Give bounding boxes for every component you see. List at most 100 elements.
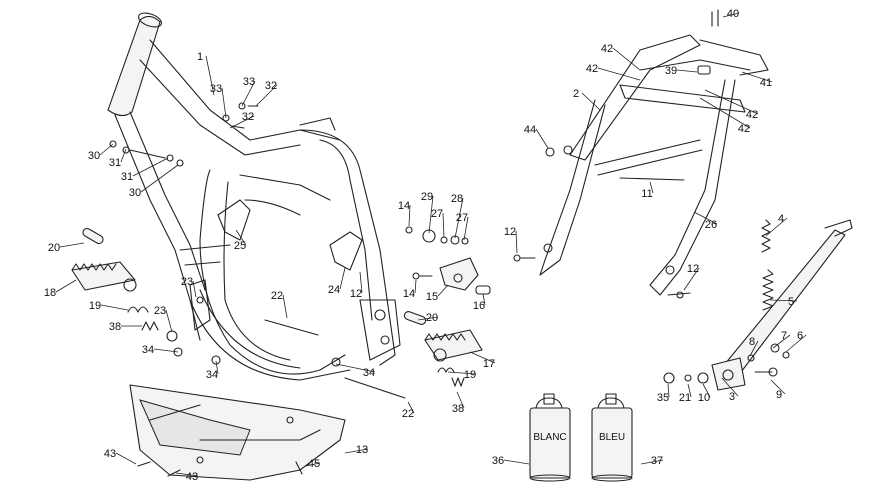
leader-line [215, 360, 219, 375]
callout-number: 42 [746, 109, 758, 121]
callout-c23a: 23 [181, 276, 197, 298]
callout-c23b: 23 [154, 305, 173, 333]
callout-c29: 29 [421, 191, 434, 234]
can-label-blanc: BLANC [533, 432, 566, 443]
callout-number: 33 [243, 76, 255, 88]
leader-line [59, 242, 85, 248]
callout-c26: 26 [693, 211, 718, 231]
long-bolt-22 [264, 319, 319, 336]
callout-number: 12 [350, 288, 362, 300]
callout-number: 22 [271, 290, 283, 302]
callout-c31a: 31 [109, 148, 127, 169]
leader-line [305, 462, 321, 467]
leader-line [205, 55, 215, 96]
leader-line [235, 229, 247, 246]
callout-c42a: 42 [601, 43, 641, 71]
paint-can-bleu: BLEU [591, 393, 633, 482]
leader-line [597, 67, 641, 81]
leader-line [229, 115, 255, 129]
callout-number: 38 [452, 403, 464, 415]
sidestand-spring-4 [761, 219, 771, 253]
callout-number: 20 [426, 312, 438, 324]
sidestand [711, 219, 853, 391]
callout-number: 34 [142, 344, 154, 356]
leader-line [749, 340, 759, 357]
spring-38-right [451, 377, 465, 387]
leader-line [770, 379, 786, 395]
callout-c35: 35 [657, 383, 670, 404]
leader-line [699, 97, 751, 129]
leader-line [535, 128, 549, 149]
main-frame [107, 12, 401, 381]
leader-line [165, 309, 173, 333]
leader-line [785, 334, 807, 353]
callout-number: 43 [186, 471, 198, 483]
hardware [109, 9, 790, 477]
callout-c38b: 38 [452, 391, 465, 415]
callout-number: 8 [749, 336, 755, 348]
callout-number: 30 [129, 187, 141, 199]
leader-line [359, 271, 363, 294]
callout-number: 23 [154, 305, 166, 317]
callout-c38a: 38 [109, 321, 142, 333]
leader-line [503, 459, 530, 465]
leader-line [612, 47, 641, 71]
leader-line [741, 71, 773, 83]
leader-line [704, 89, 759, 115]
callout-number: 11 [641, 188, 652, 200]
callout-number: 14 [398, 200, 410, 212]
callout-c18: 18 [44, 279, 77, 299]
leader-line [335, 363, 376, 373]
spring-38-left [141, 321, 159, 331]
callout-number: 1 [197, 51, 203, 63]
callout-c8: 8 [749, 336, 759, 357]
callout-c44: 44 [524, 124, 549, 149]
callout-number: 26 [705, 219, 717, 231]
axle-bolt-22 [344, 377, 406, 399]
callout-c21: 21 [679, 383, 692, 404]
leader-line [221, 87, 227, 119]
callout-c34c: 34 [335, 363, 376, 379]
callout-number: 22 [402, 408, 414, 420]
leader-line [456, 391, 465, 409]
leader-line [175, 472, 199, 477]
subframe [539, 34, 769, 296]
callout-c43b: 43 [175, 471, 199, 483]
callout-number: 2 [573, 88, 579, 100]
callout-number: 9 [776, 389, 782, 401]
callout-c33b: 33 [241, 76, 256, 107]
callout-number: 25 [234, 240, 246, 252]
callout-number: 24 [328, 284, 340, 296]
callout-c15: 15 [426, 284, 449, 303]
leader-line [482, 293, 486, 306]
leader-line [417, 316, 439, 321]
callout-c45: 45 [305, 458, 321, 470]
callout-number: 36 [492, 455, 504, 467]
callout-c22b: 22 [402, 401, 415, 420]
leader-line [667, 383, 670, 398]
callout-number: 42 [586, 63, 598, 75]
callout-number: 17 [483, 358, 495, 370]
callout-number: 7 [781, 330, 787, 342]
callout-number: 28 [451, 193, 463, 205]
leader-line [99, 143, 114, 156]
callout-c31b: 31 [121, 157, 169, 183]
callout-c20b: 20 [417, 312, 439, 324]
callout-number: 14 [403, 288, 415, 300]
callout-c41: 41 [741, 71, 773, 89]
callout-c20a: 20 [48, 242, 85, 254]
callout-c27a: 27 [431, 208, 445, 239]
callout-c6: 6 [785, 330, 807, 353]
leader-line [100, 304, 129, 311]
leader-line [140, 164, 179, 193]
callout-c34b: 34 [206, 360, 219, 381]
callout-c16: 16 [473, 293, 486, 312]
leader-line [115, 452, 137, 465]
callout-number: 21 [679, 392, 691, 404]
leader-line [687, 383, 692, 398]
leader-line [463, 216, 469, 241]
callout-number: 29 [421, 191, 433, 203]
callout-c27b: 27 [456, 212, 469, 241]
